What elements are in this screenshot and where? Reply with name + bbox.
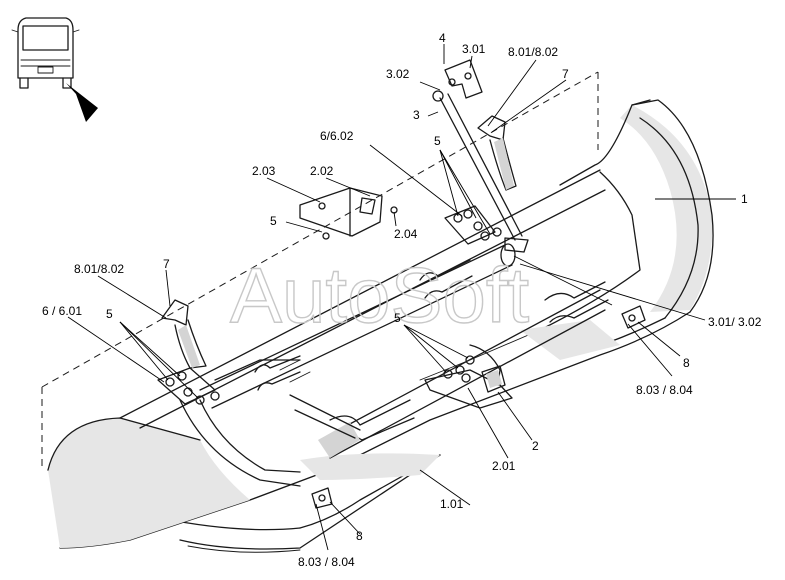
leader-lines — [67, 44, 736, 551]
label-5-bracket: 5 — [270, 214, 277, 228]
label-3-02-top: 3.02 — [386, 67, 410, 81]
callout-labels: 4 3.01 8.01/8.02 3.02 7 3 6/6.02 5 2.03 … — [42, 31, 762, 569]
label-6-6-01: 6 / 6.01 — [42, 304, 82, 318]
top-bracket-7 — [477, 115, 517, 191]
label-8-01-8-02-left: 8.01/8.02 — [74, 262, 124, 276]
bumper-main-body — [47, 99, 714, 553]
left-hinge-plate — [157, 367, 220, 405]
label-4: 4 — [439, 31, 446, 45]
label-8-01-8-02-top: 8.01/8.02 — [508, 45, 558, 59]
label-2-03: 2.03 — [252, 164, 276, 178]
bus-locator-icon — [11, 17, 98, 122]
label-1: 1 — [741, 192, 748, 206]
label-7-left: 7 — [163, 257, 170, 271]
label-2: 2 — [532, 439, 539, 453]
label-7-top: 7 — [562, 67, 569, 81]
right-hinge-plate — [444, 205, 502, 245]
label-8-03-8-04-right: 8.03 / 8.04 — [636, 383, 693, 397]
label-5-left: 5 — [106, 307, 113, 321]
watermark-text: AutoSoft — [230, 251, 530, 339]
label-6-6-02: 6/6.02 — [320, 129, 354, 143]
label-3: 3 — [413, 108, 420, 122]
label-1-01: 1.01 — [440, 497, 464, 511]
label-5-hinge-top: 5 — [434, 134, 441, 148]
label-2-04: 2.04 — [394, 227, 418, 241]
clip-8-bottom — [311, 487, 333, 509]
label-2-01: 2.01 — [492, 459, 516, 473]
label-8-bottom: 8 — [356, 529, 363, 543]
label-8-03-8-04-bottom: 8.03 / 8.04 — [298, 555, 355, 569]
lower-tube — [318, 281, 609, 459]
label-3-01-top: 3.01 — [462, 42, 486, 56]
left-brace-arm — [179, 359, 361, 487]
left-bracket-7 — [161, 299, 207, 369]
label-2-02: 2.02 — [310, 164, 334, 178]
label-8-right: 8 — [683, 356, 690, 370]
label-3-01-3-02-right: 3.01/ 3.02 — [708, 315, 762, 329]
clip-8-right — [621, 305, 646, 329]
main-tube — [199, 243, 516, 409]
center-bracket-2 — [424, 344, 513, 409]
top-strut-3 — [432, 59, 529, 253]
label-5-center: 5 — [394, 311, 401, 325]
